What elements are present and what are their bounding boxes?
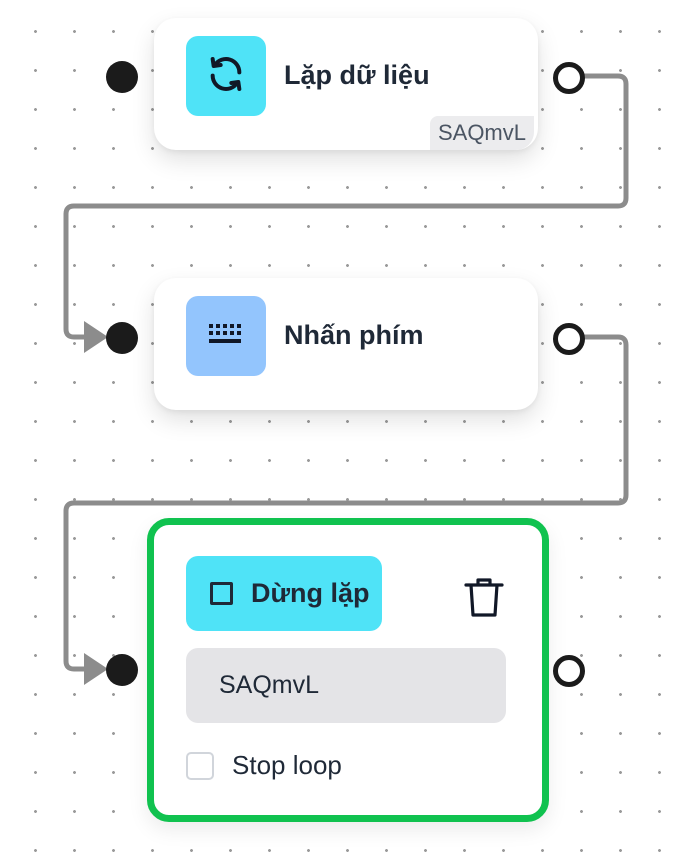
edge-arrow-stop — [84, 653, 108, 685]
stop-loop-output-handle[interactable] — [553, 655, 585, 687]
stop-loop-checkbox[interactable] — [186, 751, 214, 780]
loop-id-field[interactable]: SAQmvL — [186, 648, 506, 723]
stop-loop-button-label: Dừng lặp — [251, 578, 370, 608]
loop-data-output-handle[interactable] — [553, 62, 585, 94]
press-key-label: Nhấn phím — [284, 320, 424, 350]
edge-loop-to-keypress — [63, 73, 629, 340]
refresh-icon — [206, 54, 246, 99]
stop-loop-checkbox-label: Stop loop — [232, 750, 342, 780]
stop-loop-input-handle[interactable] — [106, 654, 138, 686]
stop-loop-checkbox-row[interactable]: Stop loop — [186, 750, 342, 781]
edge-arrow-keypress — [84, 321, 108, 353]
stop-loop-button[interactable]: Dừng lặp — [186, 556, 382, 631]
press-key-output-handle[interactable] — [553, 323, 585, 355]
edge-keypress-to-stop — [63, 334, 629, 672]
press-key-node[interactable]: Nhấn phím — [154, 278, 538, 410]
square-icon — [210, 582, 233, 605]
loop-data-input-handle[interactable] — [106, 61, 138, 93]
loop-data-label: Lặp dữ liệu — [284, 60, 430, 90]
trash-icon — [462, 578, 506, 623]
press-key-input-handle[interactable] — [106, 322, 138, 354]
loop-data-icon-box — [186, 36, 266, 116]
keyboard-icon — [205, 318, 247, 355]
press-key-icon-box — [186, 296, 266, 376]
loop-data-node[interactable]: Lặp dữ liệu SAQmvL — [154, 18, 538, 150]
stop-loop-node[interactable]: Dừng lặp SAQmvL Stop loop — [147, 518, 549, 822]
loop-data-id-tag: SAQmvL — [429, 116, 534, 150]
delete-node-button[interactable] — [462, 575, 506, 619]
